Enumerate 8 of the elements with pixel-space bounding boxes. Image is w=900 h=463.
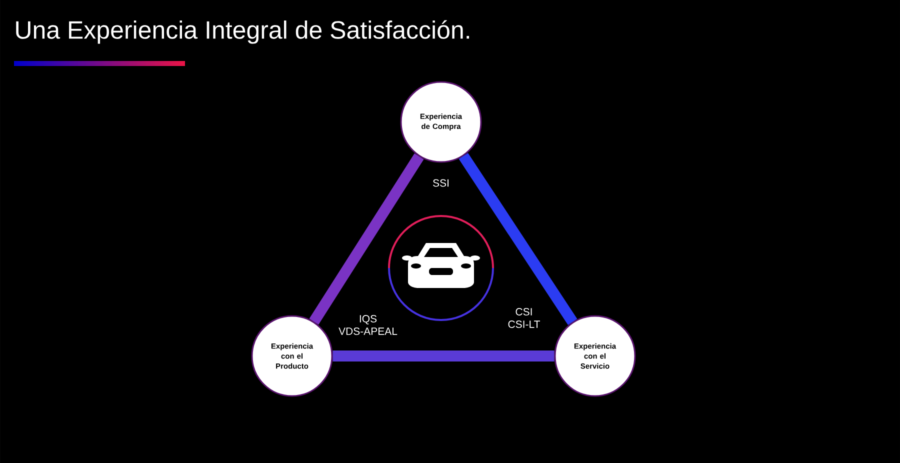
slide-title: Una Experiencia Integral de Satisfacción. [16, 20, 470, 44]
index-label: CSI CSI-LT [508, 308, 540, 328]
index-label: SSI [433, 179, 448, 187]
connector-bar [309, 153, 424, 325]
connector-bar [332, 350, 554, 362]
connector-bar [458, 153, 578, 325]
car-circle [388, 215, 494, 321]
index-label: IQS VDS-APEAL [338, 315, 398, 335]
